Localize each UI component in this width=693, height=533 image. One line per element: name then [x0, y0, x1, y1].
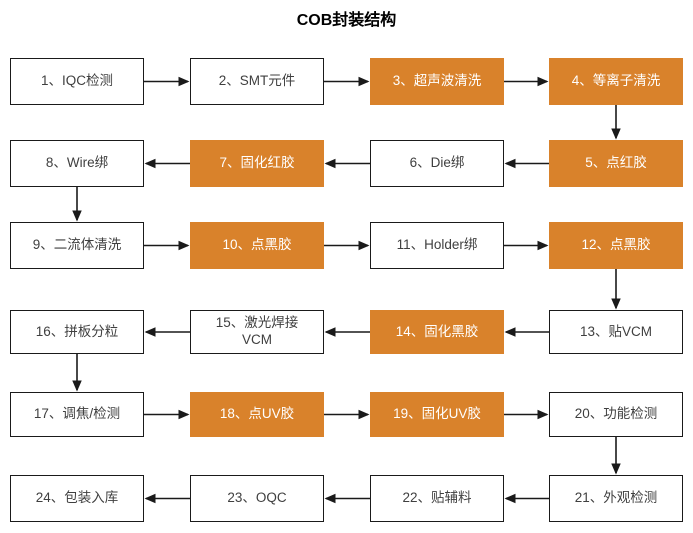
process-box-label: 2、SMT元件 [218, 73, 296, 89]
process-box-6[interactable]: 6、Die绑 [370, 140, 504, 187]
process-box-22[interactable]: 22、贴辅料 [370, 475, 504, 522]
process-box-5[interactable]: 5、点红胶 [549, 140, 683, 187]
process-box-label: 23、OQC [227, 490, 287, 506]
process-box-15[interactable]: 15、激光焊接 VCM [190, 310, 324, 354]
process-box-24[interactable]: 24、包装入库 [10, 475, 144, 522]
process-box-17[interactable]: 17、调焦/检测 [10, 392, 144, 437]
process-box-9[interactable]: 9、二流体清洗 [10, 222, 144, 269]
process-box-3[interactable]: 3、超声波清洗 [370, 58, 504, 105]
process-box-1[interactable]: 1、IQC检测 [10, 58, 144, 105]
process-box-label: 10、点黑胶 [222, 237, 292, 253]
process-box-21[interactable]: 21、外观检测 [549, 475, 683, 522]
process-box-label: 5、点红胶 [585, 155, 647, 171]
process-box-19[interactable]: 19、固化UV胶 [370, 392, 504, 437]
process-box-10[interactable]: 10、点黑胶 [190, 222, 324, 269]
process-box-label: 16、拼板分粒 [35, 323, 119, 339]
process-box-20[interactable]: 20、功能检测 [549, 392, 683, 437]
process-box-8[interactable]: 8、Wire绑 [10, 140, 144, 187]
process-box-label: 8、Wire绑 [45, 155, 109, 171]
process-box-label: 6、Die绑 [409, 155, 465, 171]
process-box-label: 15、激光焊接 VCM [215, 315, 299, 347]
process-box-label: 19、固化UV胶 [393, 406, 481, 422]
process-box-label: 18、点UV胶 [219, 406, 295, 422]
process-box-label: 4、等离子清洗 [571, 73, 661, 89]
process-box-label: 22、贴辅料 [402, 490, 472, 506]
page-title: COB封装结构 [296, 12, 397, 29]
process-box-7[interactable]: 7、固化红胶 [190, 140, 324, 187]
process-box-label: 1、IQC检测 [40, 73, 113, 89]
process-box-label: 9、二流体清洗 [32, 237, 122, 253]
process-box-18[interactable]: 18、点UV胶 [190, 392, 324, 437]
process-box-12[interactable]: 12、点黑胶 [549, 222, 683, 269]
process-box-23[interactable]: 23、OQC [190, 475, 324, 522]
process-box-label: 17、调焦/检测 [33, 406, 121, 422]
process-box-label: 11、Holder绑 [396, 237, 478, 253]
process-box-16[interactable]: 16、拼板分粒 [10, 310, 144, 354]
process-box-label: 20、功能检测 [574, 406, 658, 422]
process-box-label: 24、包装入库 [35, 490, 119, 506]
process-box-13[interactable]: 13、贴VCM [549, 310, 683, 354]
process-box-label: 12、点黑胶 [581, 237, 651, 253]
process-box-2[interactable]: 2、SMT元件 [190, 58, 324, 105]
process-box-14[interactable]: 14、固化黑胶 [370, 310, 504, 354]
process-box-label: 14、固化黑胶 [395, 323, 479, 339]
process-box-label: 21、外观检测 [574, 490, 658, 506]
process-box-11[interactable]: 11、Holder绑 [370, 222, 504, 269]
process-box-label: 7、固化红胶 [219, 155, 295, 171]
process-box-label: 13、贴VCM [579, 323, 652, 339]
process-box-4[interactable]: 4、等离子清洗 [549, 58, 683, 105]
process-box-label: 3、超声波清洗 [392, 73, 482, 89]
